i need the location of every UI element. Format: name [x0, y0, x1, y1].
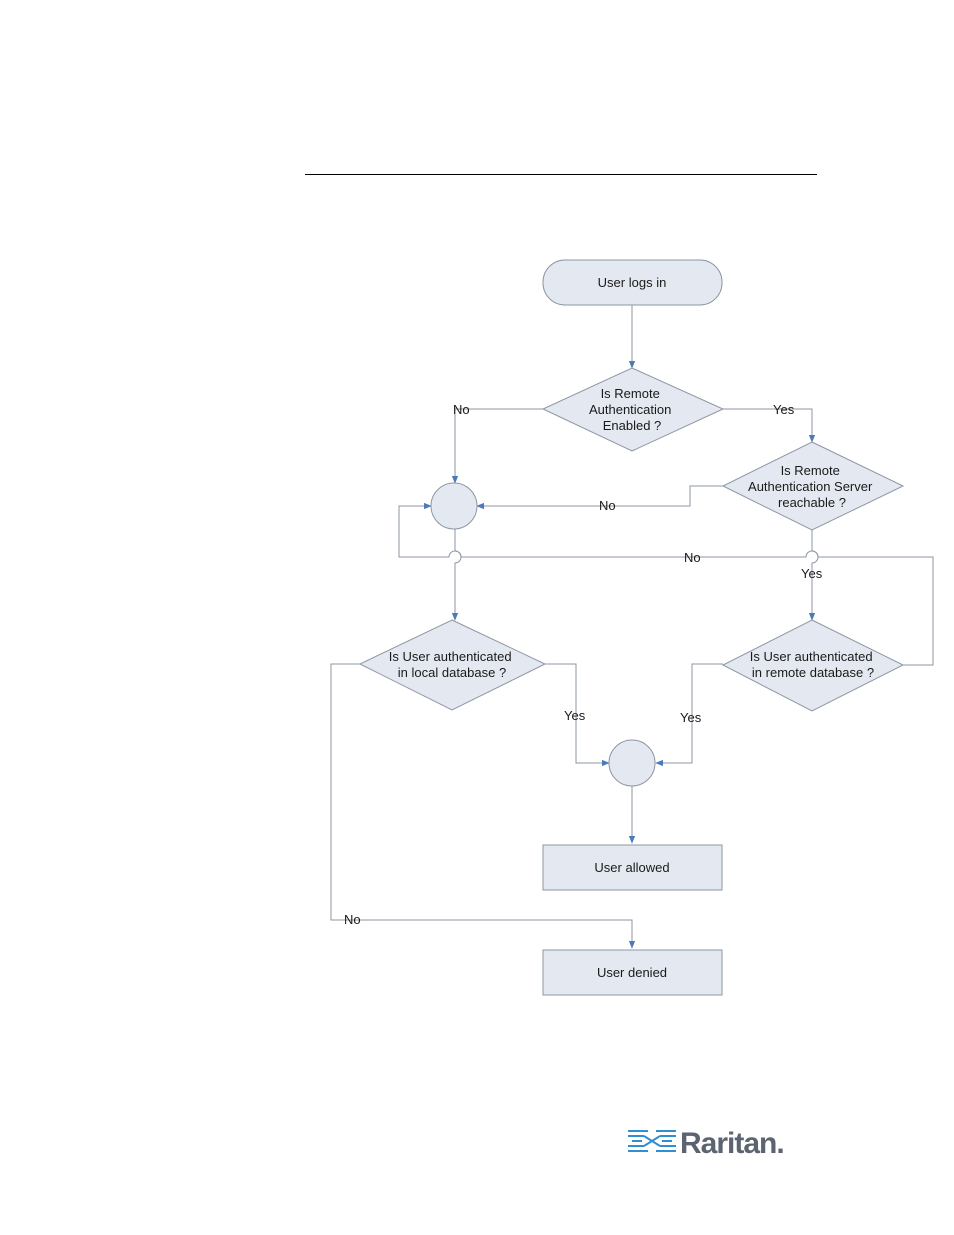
- node-start: User logs in: [542, 259, 723, 306]
- raritan-wordmark: Raritan.: [680, 1127, 784, 1160]
- label-local-no: No: [344, 912, 361, 927]
- decision-remote-enabled: Is Remote Authentication Enabled ?: [541, 367, 725, 452]
- decision-remote-auth-label: Is User authenticated in remote database…: [750, 649, 876, 680]
- svg-text:User allowed: User allowed: [594, 860, 669, 875]
- label-local-yes: Yes: [564, 708, 586, 723]
- node-allowed: User allowed: [542, 844, 723, 891]
- header-rule: [305, 174, 817, 175]
- edge-enabled-yes: [723, 408, 816, 443]
- edge-reachable-no: [476, 485, 723, 510]
- decision-server-reachable: Is Remote Authentication Server reachabl…: [721, 441, 905, 531]
- edge-reachable-yes: [808, 530, 819, 621]
- label-remote-yes: Yes: [680, 710, 702, 725]
- merge-connector: [430, 482, 478, 530]
- edge-local-yes: [545, 663, 610, 767]
- decision-remote-auth: Is User authenticated in remote database…: [721, 619, 905, 712]
- label-enabled-yes: Yes: [773, 402, 795, 417]
- edges: [330, 305, 934, 949]
- svg-text:User logs in: User logs in: [598, 275, 667, 290]
- decision-remote-enabled-label: Is Remote Authentication Enabled ?: [589, 386, 675, 433]
- label-remote-auth-no: No: [684, 550, 701, 565]
- decision-local-auth: Is User authenticated in local database …: [358, 619, 547, 711]
- edge-remote-yes: [655, 663, 723, 767]
- decision-server-reachable-label: Is Remote Authentication Server reachabl…: [748, 463, 876, 510]
- node-denied: User denied: [542, 949, 723, 996]
- label-reachable-yes: Yes: [801, 566, 823, 581]
- edge-local-no: [330, 663, 636, 949]
- label-reachable-no: No: [599, 498, 616, 513]
- decision-local-auth-label: Is User authenticated in local database …: [389, 649, 515, 680]
- raritan-mark-icon: [628, 1130, 676, 1152]
- raritan-logo: Raritan.: [628, 1127, 785, 1160]
- label-enabled-no: No: [453, 402, 470, 417]
- edge-merge-to-local: [451, 529, 462, 621]
- join-connector: [608, 739, 656, 787]
- svg-text:User denied: User denied: [597, 965, 667, 980]
- edge-enabled-no: [451, 408, 543, 484]
